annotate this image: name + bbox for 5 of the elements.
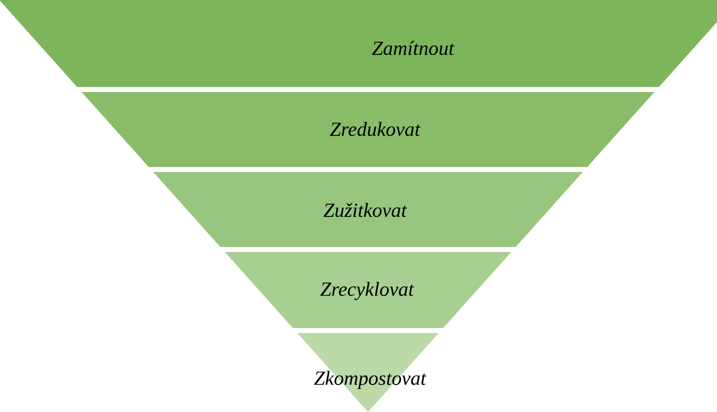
funnel-band: Zamítnout <box>0 0 717 87</box>
funnel-band: Zredukovat <box>82 92 654 167</box>
funnel-band: Zužitkovat <box>153 172 583 247</box>
funnel-band: Zkompostovat <box>297 332 439 412</box>
funnel-band: Zrecyklovat <box>224 252 512 328</box>
